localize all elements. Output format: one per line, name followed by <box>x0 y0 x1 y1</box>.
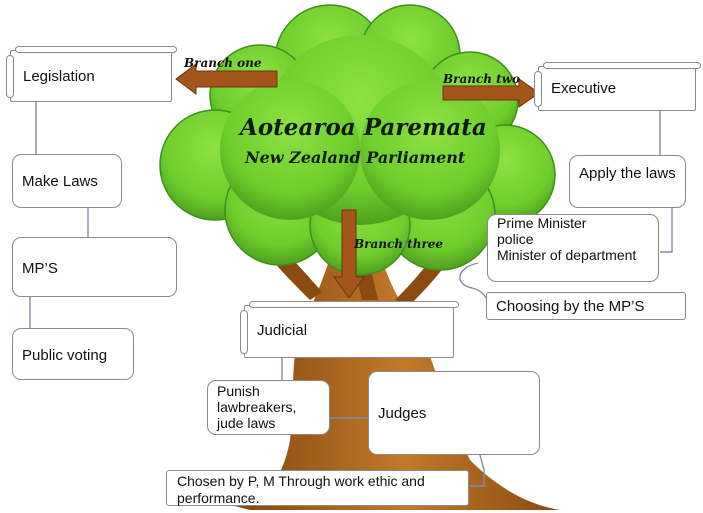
title-english: New Zealand Parliament <box>245 148 466 167</box>
title-maori: Aotearoa Paremata <box>240 114 487 141</box>
choosing-box: Choosing by the MP’S <box>486 292 686 320</box>
judges-text: Judges <box>378 405 427 422</box>
punish-box: Punish lawbreakers, jude laws <box>207 380 330 435</box>
public-voting-box: Public voting <box>12 328 134 380</box>
role-minister-of-department: Minister of department <box>497 247 637 263</box>
connectors <box>29 102 673 487</box>
role-police: police <box>497 231 534 247</box>
public-voting-text: Public voting <box>22 347 108 364</box>
connector-prime-choosing <box>459 262 487 299</box>
executive-heading: Executive <box>534 62 701 111</box>
executive-heading-text: Executive <box>551 80 617 97</box>
mps-box: MP’S <box>12 237 177 297</box>
role-prime-minister: Prime Minister <box>497 215 587 231</box>
make-laws-text: Make Laws <box>22 173 98 190</box>
chosen-box: Chosen by P, M Through work ethic and pe… <box>166 470 469 506</box>
judicial-heading-text: Judicial <box>257 322 308 339</box>
chosen-text: Chosen by P, M Through work ethic and pe… <box>177 473 425 506</box>
branch-one-arrow <box>175 63 278 95</box>
legislation-heading-text: Legislation <box>23 68 95 85</box>
legislation-heading: Legislation <box>6 46 177 102</box>
branch-two-label: Branch two <box>443 72 521 86</box>
roles-box: Prime Minister police Minister of depart… <box>487 214 659 282</box>
connector-judges-chosen <box>470 454 485 487</box>
apply-laws-text: Apply the laws <box>579 165 676 182</box>
apply-laws-box: Apply the laws <box>569 155 686 208</box>
branch-arrows <box>175 63 540 299</box>
judges-box: Judges <box>368 371 540 455</box>
branch-two-arrow <box>442 78 540 108</box>
choosing-text: Choosing by the MP’S <box>496 298 645 315</box>
make-laws-box: Make Laws <box>12 154 122 208</box>
judicial-heading: Judicial <box>240 301 459 358</box>
mps-text: MP’S <box>22 260 58 277</box>
branch-three-arrow <box>333 209 365 299</box>
branch-three-label: Branch three <box>354 237 444 251</box>
branch-one-label: Branch one <box>184 56 262 70</box>
punish-text: Punish lawbreakers, jude laws <box>217 383 297 431</box>
connector-apply-prime <box>660 208 673 253</box>
